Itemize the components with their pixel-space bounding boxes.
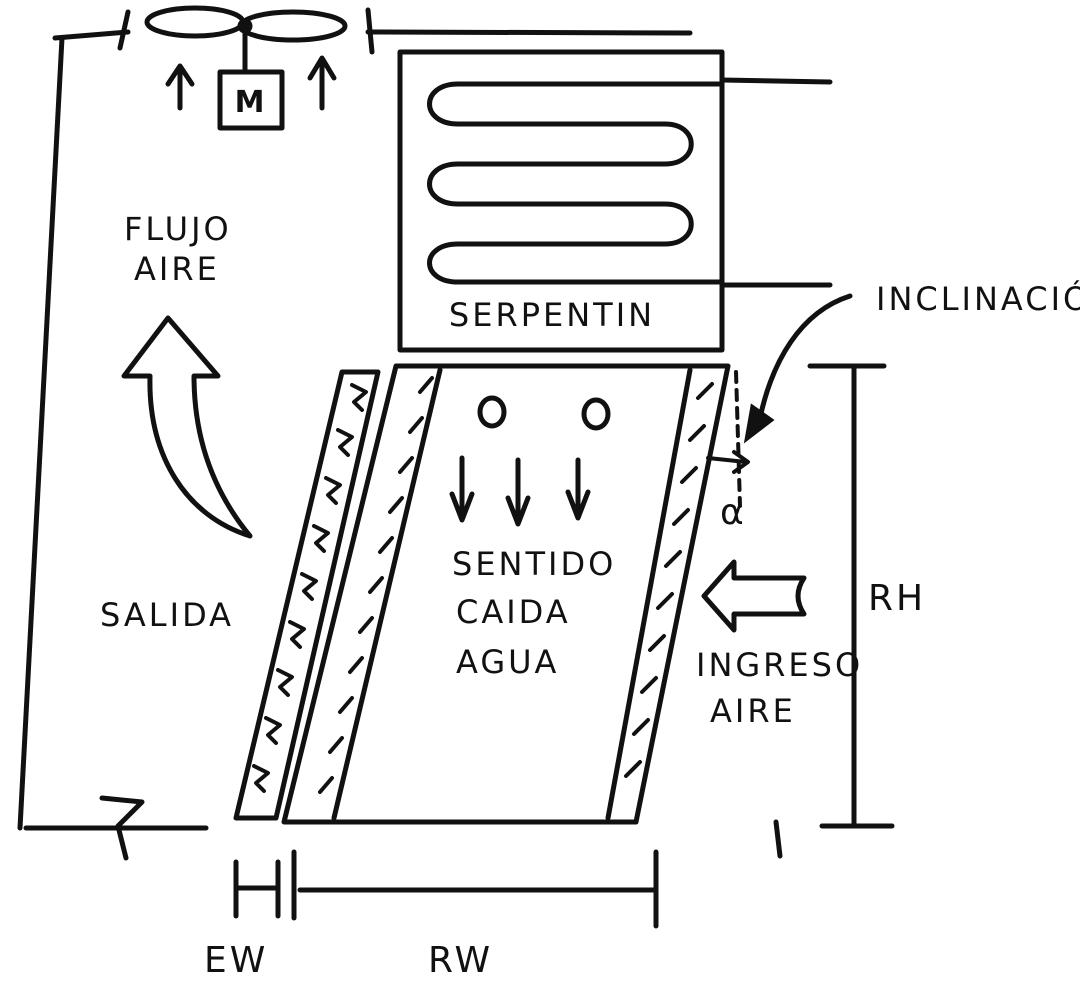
rh-label: RH — [868, 578, 926, 619]
water-level-symbol — [99, 795, 145, 861]
salida-label: SALIDA — [100, 596, 234, 634]
outlet-air-arrow — [121, 315, 253, 539]
spray-nozzle-2 — [581, 397, 611, 431]
motor-label: M — [235, 85, 268, 120]
ingreso-label-line1: INGRESO — [696, 646, 863, 684]
water-arrow-1 — [449, 455, 475, 523]
alpha-label: α — [720, 492, 747, 533]
rh-dimension-line — [807, 363, 895, 829]
inclinacion-label: INCLINACIÓN — [876, 279, 1080, 318]
fill-section: SENTIDO CAIDA AGUA — [233, 363, 731, 825]
drift-eliminator-outline — [233, 369, 381, 821]
air-inlet-louver-hatching — [624, 382, 714, 778]
sentido-label-line2: CAIDA — [456, 593, 571, 631]
water-arrow-3 — [565, 457, 591, 521]
updraft-arrow-left — [165, 63, 195, 111]
flujo-label-line2: AIRE — [134, 250, 220, 288]
fan-blade-left — [144, 5, 246, 39]
motor-box — [217, 69, 285, 131]
basin-right-mark — [773, 819, 783, 859]
fan-assembly: M — [144, 5, 348, 131]
vertical-reference-line — [734, 370, 742, 508]
basin — [23, 795, 783, 861]
inlet-air-arrow — [701, 559, 807, 633]
ingreso-label-line2: AIRE — [710, 692, 796, 730]
inner-louver-hatching — [318, 376, 434, 794]
rw-label: RW — [428, 940, 493, 981]
updraft-arrow-right — [307, 55, 337, 111]
coil-pipe-top — [719, 77, 833, 85]
alpha-angle-arrow — [706, 450, 750, 474]
ew-label: EW — [204, 940, 268, 981]
fill-pack-outline — [281, 363, 731, 825]
casing-left-wall — [17, 35, 65, 831]
inner-louver-divider — [331, 367, 443, 821]
sentido-label-line1: SENTIDO — [452, 545, 616, 583]
spray-nozzle-1 — [477, 395, 507, 429]
air-flow-annotations: FLUJO AIRE SALIDA INGRESO AIRE — [100, 210, 863, 730]
dimensions: RH EW RW — [204, 363, 926, 981]
inclination-leader-line — [757, 293, 853, 421]
ew-dimension-line — [233, 849, 297, 921]
fan-blade-right — [238, 9, 348, 43]
serpentine-coil: SERPENTIN — [397, 49, 833, 353]
sentido-label-line3: AGUA — [456, 643, 559, 681]
coil-housing — [397, 49, 725, 353]
tower-casing — [17, 7, 693, 831]
flujo-label-line1: FLUJO — [124, 210, 232, 248]
serpentin-label: SERPENTIN — [449, 296, 655, 334]
drift-eliminator-zigzag — [252, 383, 368, 793]
inclination-leader-arrowhead — [743, 403, 775, 444]
fan-opening-left-mark — [117, 9, 131, 51]
inclination-callout: α INCLINACIÓN — [706, 279, 1080, 533]
casing-top-right — [365, 29, 693, 36]
casing-top-left — [52, 29, 131, 41]
coil-tube — [427, 81, 725, 285]
fan-opening-right-mark — [365, 7, 375, 55]
air-inlet-louver-divider — [605, 367, 693, 821]
rw-dimension-line — [297, 849, 659, 929]
water-arrow-2 — [505, 457, 531, 527]
